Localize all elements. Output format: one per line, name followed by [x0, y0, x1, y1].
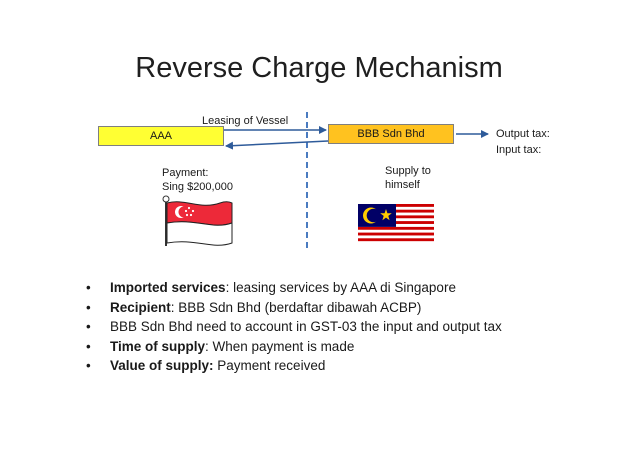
edge-label-leasing: Leasing of Vessel: [202, 115, 289, 127]
arrow-bbb-to-aaa: [225, 140, 329, 150]
bullet-dot: •: [86, 299, 91, 315]
bullet-text: Payment received: [213, 358, 326, 374]
bullet-dot: •: [86, 319, 91, 335]
bullet-text: : When payment is made: [205, 338, 355, 354]
node-aaa: AAA: [98, 126, 224, 146]
bullet-text: BBB Sdn Bhd need to account in GST-03 th…: [110, 319, 502, 335]
bullet-item: • BBB Sdn Bhd need to account in GST-03 t…: [86, 317, 502, 337]
payment-line-1: Payment:: [162, 167, 209, 179]
bullet-item: • Imported services: leasing services by …: [86, 278, 502, 298]
supply-line-2: himself: [385, 179, 420, 191]
supply-line-1: Supply to: [385, 165, 431, 177]
node-bbb-sdn-bhd: BBB Sdn Bhd: [328, 124, 454, 144]
bullet-item: • Recipient: BBB Sdn Bhd (berdaftar dibaw…: [86, 298, 502, 318]
bullet-bold: Time of supply: [110, 338, 206, 354]
slide-title: Reverse Charge Mechanism: [135, 52, 503, 84]
bullet-dot: •: [86, 280, 91, 295]
malaysia-flag-icon: [358, 204, 434, 244]
bullet-text: : leasing services by AAA di Singapore: [225, 280, 456, 295]
node-bbb-label: BBB Sdn Bhd: [357, 128, 425, 140]
payment-label: Payment: Sing $200,000: [162, 166, 233, 194]
bullet-bold: Imported services: [110, 280, 226, 295]
node-aaa-label: AAA: [149, 130, 172, 142]
bullet-bold: Value of supply:: [110, 358, 214, 374]
payment-line-2: Sing $200,000: [162, 181, 233, 193]
bullet-bold: Recipient: [110, 299, 171, 315]
singapore-flag-icon: [162, 195, 233, 246]
supply-label: Supply to himself: [385, 164, 431, 192]
input-tax-label: Input tax:: [496, 144, 542, 156]
output-tax-label: Output tax:: [496, 128, 550, 140]
bullet-item: • Value of supply: Payment received: [86, 356, 502, 376]
bullet-text: : BBB Sdn Bhd (berdaftar dibawah ACBP): [170, 299, 422, 315]
bullet-dot: •: [86, 358, 91, 374]
bullet-dot: •: [86, 338, 91, 354]
bullet-item: • Time of supply: When payment is made: [86, 337, 502, 357]
bullet-list: • Imported services: leasing services by …: [86, 278, 502, 376]
